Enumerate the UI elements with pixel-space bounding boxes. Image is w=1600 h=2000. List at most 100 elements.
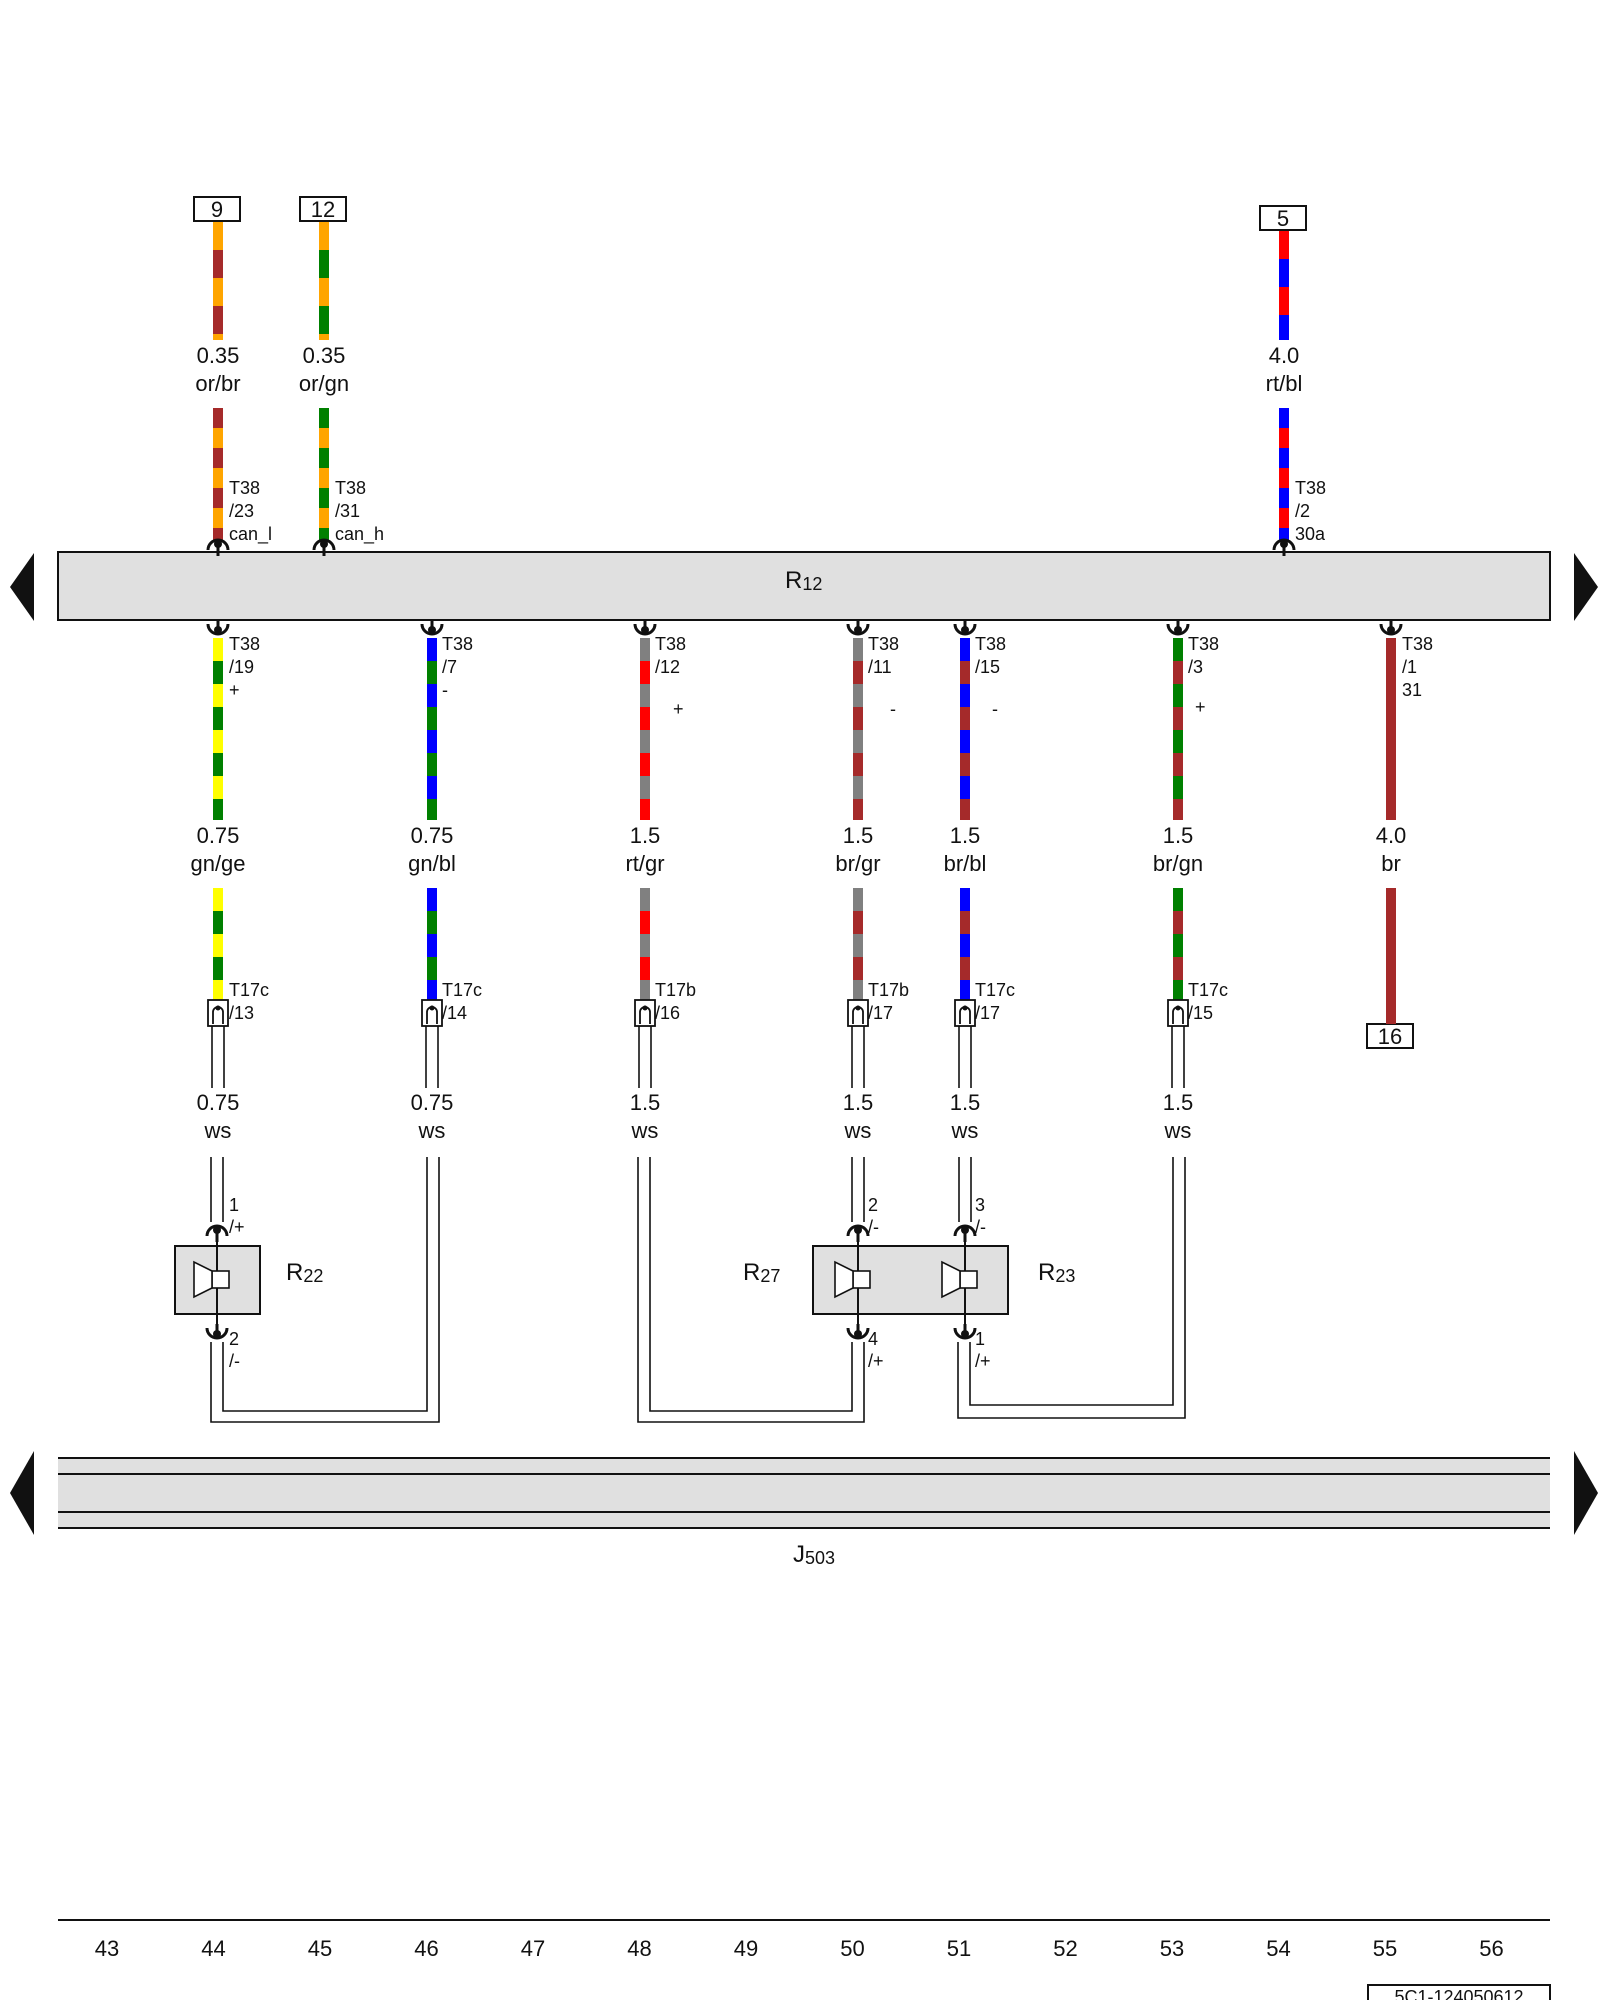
pin-t17c-15-conn: T17c bbox=[1188, 980, 1228, 1000]
pin-connector-icon bbox=[1379, 620, 1403, 636]
ws-wire-routing bbox=[210, 1157, 1186, 1423]
speaker-r27-sub: 27 bbox=[760, 1266, 780, 1286]
pin-t38-31-num: /31 bbox=[335, 501, 360, 521]
terminal-9: 9 bbox=[193, 196, 241, 222]
ws-wire-5-size: 1.5 bbox=[950, 1090, 981, 1115]
pin-t38-31-conn: T38 bbox=[335, 478, 366, 498]
wire-br-gr-size: 1.5 bbox=[843, 823, 874, 848]
ws-wire-6-size: 1.5 bbox=[1163, 1090, 1194, 1115]
module-r12-name: R bbox=[785, 567, 802, 594]
wire-gn-bl-color: gn/bl bbox=[408, 851, 456, 876]
grid-number: 55 bbox=[1373, 1936, 1397, 1961]
ws-wire-1-color: ws bbox=[204, 1118, 232, 1143]
grid-number: 51 bbox=[947, 1936, 971, 1961]
right-arrow-icon bbox=[1574, 553, 1598, 621]
wire-gn-bl-size: 0.75 bbox=[411, 823, 454, 848]
pin-connector-icon bbox=[846, 620, 870, 636]
wire-br-gn-upper bbox=[1173, 638, 1183, 820]
pin-t17c-14-num: /14 bbox=[442, 1003, 467, 1023]
grid-number: 53 bbox=[1160, 1936, 1184, 1961]
terminal-5: 5 bbox=[1259, 205, 1307, 231]
pin-connector-icon bbox=[846, 1224, 870, 1242]
wire-br-gr-color: br/gr bbox=[835, 851, 880, 876]
wire-rt-gr-color: rt/gr bbox=[625, 851, 664, 876]
wire-gn-ge-color: gn/ge bbox=[190, 851, 245, 876]
pin-connector-icon bbox=[1166, 620, 1190, 636]
grid-number: 54 bbox=[1266, 1936, 1290, 1961]
left-arrow-icon bbox=[10, 553, 34, 621]
wire-rt-bl-upper bbox=[1279, 231, 1289, 340]
pin-connector-icon bbox=[206, 538, 230, 556]
pin-t38-15-num: /15 bbox=[975, 657, 1000, 677]
pin-connector-icon bbox=[205, 1324, 229, 1340]
terminal-16: 16 bbox=[1366, 1023, 1414, 1049]
ws-wire-2-color: ws bbox=[418, 1118, 446, 1143]
r23-pin-bottom-func: /+ bbox=[975, 1351, 991, 1371]
t17-pin-labels: T17c /13 T17c /14 T17b /16 T17b /17 T17c… bbox=[229, 980, 1228, 1023]
wire-or-br-size: 0.35 bbox=[197, 343, 240, 368]
wire-br-color: br bbox=[1381, 851, 1401, 876]
speaker-r22-name: R bbox=[286, 1259, 303, 1286]
wire-br-gr-lower bbox=[853, 888, 863, 1002]
pin-t38-11-conn: T38 bbox=[868, 634, 899, 654]
pin-t38-15-func: - bbox=[992, 699, 998, 719]
pin-t38-7-func: - bbox=[442, 680, 448, 700]
wire-or-gn-color: or/gn bbox=[299, 371, 349, 396]
module-j503-sub: 503 bbox=[805, 1548, 835, 1568]
pin-t17b-16-conn: T17b bbox=[655, 980, 696, 1000]
pin-t38-15-conn: T38 bbox=[975, 634, 1006, 654]
grid-number: 46 bbox=[414, 1936, 438, 1961]
pin-t38-1-func: 31 bbox=[1402, 680, 1422, 700]
pin-t38-3-conn: T38 bbox=[1188, 634, 1219, 654]
r23-pin-bottom-num: 1 bbox=[975, 1329, 985, 1349]
pin-t38-19-func: + bbox=[229, 680, 240, 700]
pin-t38-11-num: /11 bbox=[868, 657, 892, 677]
plug-connector-icon bbox=[954, 999, 976, 1027]
ws-wire-6-color: ws bbox=[1164, 1118, 1192, 1143]
ws-wire-3-size: 1.5 bbox=[630, 1090, 661, 1115]
r27-pin-bottom-func: /+ bbox=[868, 1351, 884, 1371]
top-wire-labels: 0.35 or/br 0.35 or/gn 4.0 rt/bl bbox=[195, 343, 1302, 396]
module-j503-label: J503 bbox=[793, 1541, 835, 1568]
pin-t38-23-num: /23 bbox=[229, 501, 254, 521]
speaker-r27-label: R27 bbox=[743, 1259, 780, 1286]
wire-gn-ge-lower bbox=[213, 888, 223, 1002]
pin-connector-icon bbox=[420, 620, 444, 636]
speaker-r23-name: R bbox=[1038, 1259, 1055, 1286]
pin-connector-icon bbox=[1272, 538, 1296, 556]
wire-br-bl-upper bbox=[960, 638, 970, 820]
wire-rt-bl-color: rt/bl bbox=[1266, 371, 1303, 396]
ws-wire-5-color: ws bbox=[951, 1118, 979, 1143]
plug-connector-icon bbox=[207, 999, 229, 1027]
wire-or-gn-upper bbox=[319, 222, 329, 340]
pin-connector-icon bbox=[205, 1224, 229, 1242]
r27-pin-bottom-num: 4 bbox=[868, 1329, 878, 1349]
wire-rt-bl-lower bbox=[1279, 408, 1289, 540]
pin-connector-icon bbox=[633, 620, 657, 636]
speaker-icon bbox=[193, 1260, 230, 1299]
doc-id-box bbox=[1367, 1984, 1551, 2000]
ws-wire-labels: 0.75 ws 0.75 ws 1.5 ws 1.5 ws 1.5 ws 1.5… bbox=[197, 1090, 1194, 1143]
top-wires bbox=[213, 222, 1289, 540]
wire-br-bl-size: 1.5 bbox=[950, 823, 981, 848]
bottom-wire-labels: 0.75 gn/ge 0.75 gn/bl 1.5 rt/gr 1.5 br/g… bbox=[190, 823, 1406, 876]
speaker-r22: R22 1 /+ 2 /- bbox=[174, 1195, 323, 1371]
ws-wire-1-size: 0.75 bbox=[197, 1090, 240, 1115]
speaker-r23-label: R23 bbox=[1038, 1259, 1075, 1286]
wire-rt-gr-lower bbox=[640, 888, 650, 1002]
r23-pin-top-num: 3 bbox=[975, 1195, 985, 1215]
pin-t38-12-conn: T38 bbox=[655, 634, 686, 654]
terminal-12-label: 12 bbox=[311, 197, 335, 222]
grid-number: 52 bbox=[1053, 1936, 1077, 1961]
wire-gn-bl-lower bbox=[427, 888, 437, 1002]
pin-t17c-17-conn: T17c bbox=[975, 980, 1015, 1000]
wire-br-bl-lower bbox=[960, 888, 970, 1002]
right-arrow-icon bbox=[1574, 1451, 1598, 1535]
wire-gn-ge-size: 0.75 bbox=[197, 823, 240, 848]
pin-connector-icon bbox=[953, 620, 977, 636]
module-j503: J503 bbox=[10, 1451, 1598, 1568]
bottom-pin-labels: T38 /19 + T38 /7 - T38 /12 + T38 /11 - T… bbox=[229, 634, 1433, 719]
pin-t38-1-num: /1 bbox=[1402, 657, 1417, 677]
